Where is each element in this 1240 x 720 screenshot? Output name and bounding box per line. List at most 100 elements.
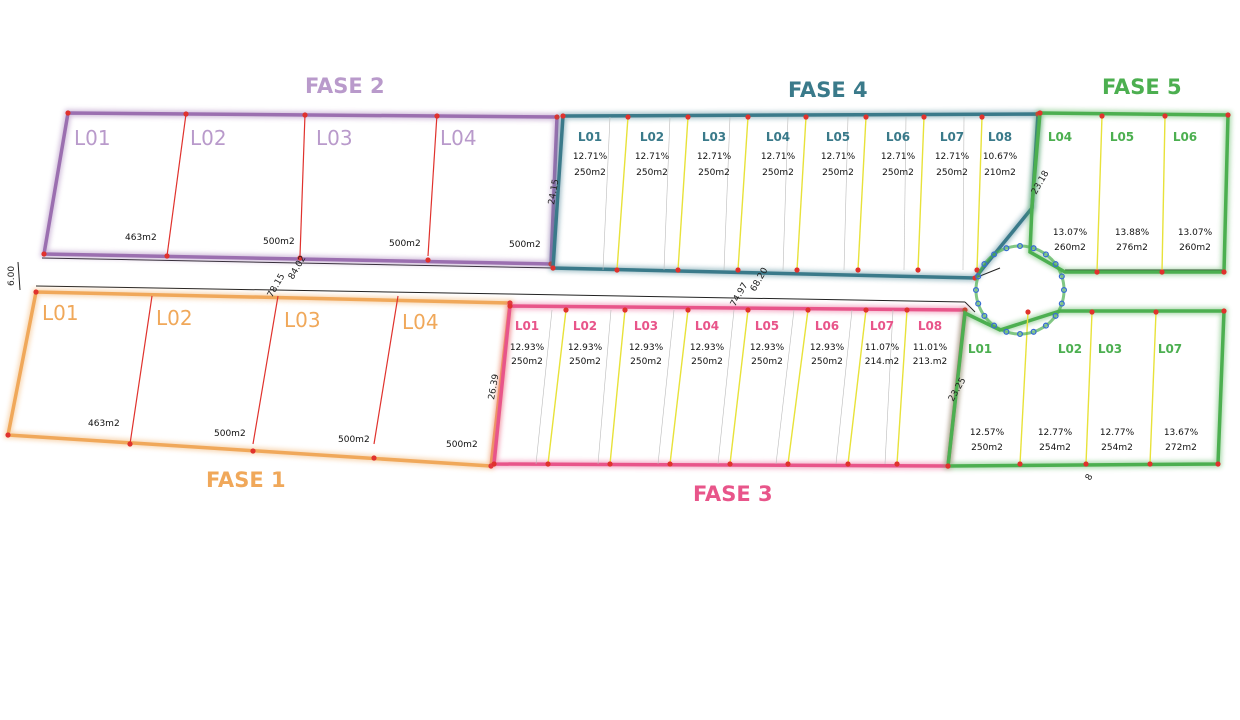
- fase-3-lot-area: 250m2: [691, 357, 723, 367]
- fase-3-lot-pct: 11.01%: [913, 343, 948, 353]
- survey-marker: [1162, 113, 1168, 119]
- fase-4-block: L0112.71%250m2L0212.71%250m2L0312.71%250…: [549, 110, 1042, 282]
- survey-marker: [1089, 309, 1095, 315]
- fase-3-lot-area: 213.m2: [913, 357, 948, 367]
- survey-marker: [491, 461, 497, 467]
- survey-marker: [1215, 461, 1221, 467]
- fase-3-title: FASE 3: [693, 482, 773, 506]
- survey-marker: [845, 461, 851, 467]
- fase-3-boundary: [492, 304, 967, 468]
- fase-5-lot-pct: 13.88%: [1115, 228, 1150, 238]
- cul-de-sac-marker: [1003, 245, 1010, 252]
- cul-de-sac-marker: [1016, 330, 1024, 338]
- survey-marker: [1017, 461, 1023, 467]
- fase-2-lot-label: L04: [440, 126, 477, 150]
- survey-marker: [550, 265, 556, 271]
- lot-divider: [609, 309, 626, 465]
- fase-2-lot-area: 500m2: [389, 239, 421, 249]
- fase-4-lot-area: 250m2: [822, 168, 854, 178]
- survey-marker: [667, 461, 673, 467]
- cul-de-sac-marker: [991, 322, 998, 329]
- survey-marker: [33, 289, 39, 295]
- cul-de-sac-marker: [981, 261, 988, 268]
- fase-3-lot-label: L01: [515, 319, 539, 333]
- fase-3-lot-label: L03: [634, 319, 658, 333]
- fase-5-lot-label: L04: [1048, 130, 1072, 144]
- fase-1-lot-label: L04: [402, 310, 439, 334]
- survey-marker: [727, 461, 733, 467]
- fase-4-boundary: [551, 112, 1040, 280]
- survey-marker: [5, 432, 11, 438]
- fase-4-lot-label: L01: [578, 130, 602, 144]
- fase-3-lot-label: L02: [573, 319, 597, 333]
- lot-setback: [903, 116, 907, 271]
- fase-5-lot-area: 276m2: [1116, 243, 1148, 253]
- survey-marker: [1037, 110, 1043, 116]
- survey-marker: [1221, 269, 1227, 275]
- survey-marker: [675, 267, 681, 273]
- fase-3-lot-area: 250m2: [511, 357, 543, 367]
- survey-marker: [1025, 309, 1031, 315]
- dim-f5-bottom: 8: [1084, 472, 1096, 482]
- survey-marker: [904, 307, 910, 313]
- fase-3-lot-area: 250m2: [630, 357, 662, 367]
- lot-divider: [616, 116, 629, 271]
- survey-marker: [894, 461, 900, 467]
- fase-3-lot-pct: 12.93%: [750, 343, 785, 353]
- lot-divider: [737, 116, 749, 271]
- lot-divider: [1161, 115, 1166, 273]
- fase-3-lot-area: 250m2: [751, 357, 783, 367]
- lot-divider: [669, 309, 689, 465]
- fase-5-lot-area: 254m2: [1039, 443, 1071, 453]
- fase-5-lot-label: L07: [1158, 342, 1182, 356]
- lot-divider: [166, 113, 187, 257]
- fase-3-lot-label: L05: [755, 319, 779, 333]
- survey-marker: [945, 463, 951, 469]
- fase-5-lot-area: 272m2: [1165, 443, 1197, 453]
- cul-de-sac-markers: [972, 242, 1068, 338]
- fase-5-lot-area: 250m2: [971, 443, 1003, 453]
- fase-5-lot-pct: 13.07%: [1178, 228, 1213, 238]
- survey-marker: [434, 113, 440, 119]
- survey-marker: [735, 267, 741, 273]
- survey-marker: [1159, 269, 1165, 275]
- lot-divider: [917, 116, 925, 271]
- lot-divider: [547, 309, 567, 465]
- cul-de-sac: [974, 244, 1066, 336]
- cul-de-sac-marker: [975, 300, 982, 307]
- lot-divider: [1085, 311, 1093, 465]
- survey-marker: [1221, 308, 1227, 314]
- survey-marker: [302, 112, 308, 118]
- fase-3-lot-label: L07: [870, 319, 894, 333]
- survey-marker: [507, 303, 513, 309]
- lot-setback: [717, 309, 735, 465]
- lot-divider: [896, 309, 908, 465]
- survey-marker: [183, 111, 189, 117]
- fase-5-lot-pct: 13.67%: [1164, 428, 1199, 438]
- fase-4-lot-pct: 12.71%: [821, 152, 856, 162]
- fase-5-lot-label: L01: [968, 342, 992, 356]
- fase-5-lot-label: L06: [1173, 130, 1197, 144]
- fase-5-lot-pct: 13.07%: [1053, 228, 1088, 238]
- lot-divider: [677, 116, 689, 271]
- cul-de-sac-marker: [1003, 328, 1010, 335]
- fase-2-lot-label: L02: [190, 126, 227, 150]
- survey-marker: [164, 253, 170, 259]
- dim-74: 74.97: [729, 281, 751, 308]
- survey-marker: [863, 114, 869, 120]
- dim-f3-side: 23.25: [947, 376, 969, 403]
- fase-1-title: FASE 1: [206, 468, 286, 492]
- survey-marker: [297, 255, 303, 261]
- survey-marker: [65, 110, 71, 116]
- lot-setback: [962, 116, 965, 271]
- survey-marker: [371, 455, 377, 461]
- fase-3-lot-area: 250m2: [811, 357, 843, 367]
- fase-2-lot-area: 500m2: [263, 237, 295, 247]
- lot-divider: [427, 113, 438, 257]
- fase-5-lot-pct: 12.77%: [1100, 428, 1135, 438]
- fase-4-lot-label: L06: [886, 130, 910, 144]
- survey-marker: [250, 448, 256, 454]
- fase-4-lot-area: 250m2: [882, 168, 914, 178]
- lot-setback: [663, 116, 671, 271]
- cul-de-sac-marker: [975, 273, 982, 280]
